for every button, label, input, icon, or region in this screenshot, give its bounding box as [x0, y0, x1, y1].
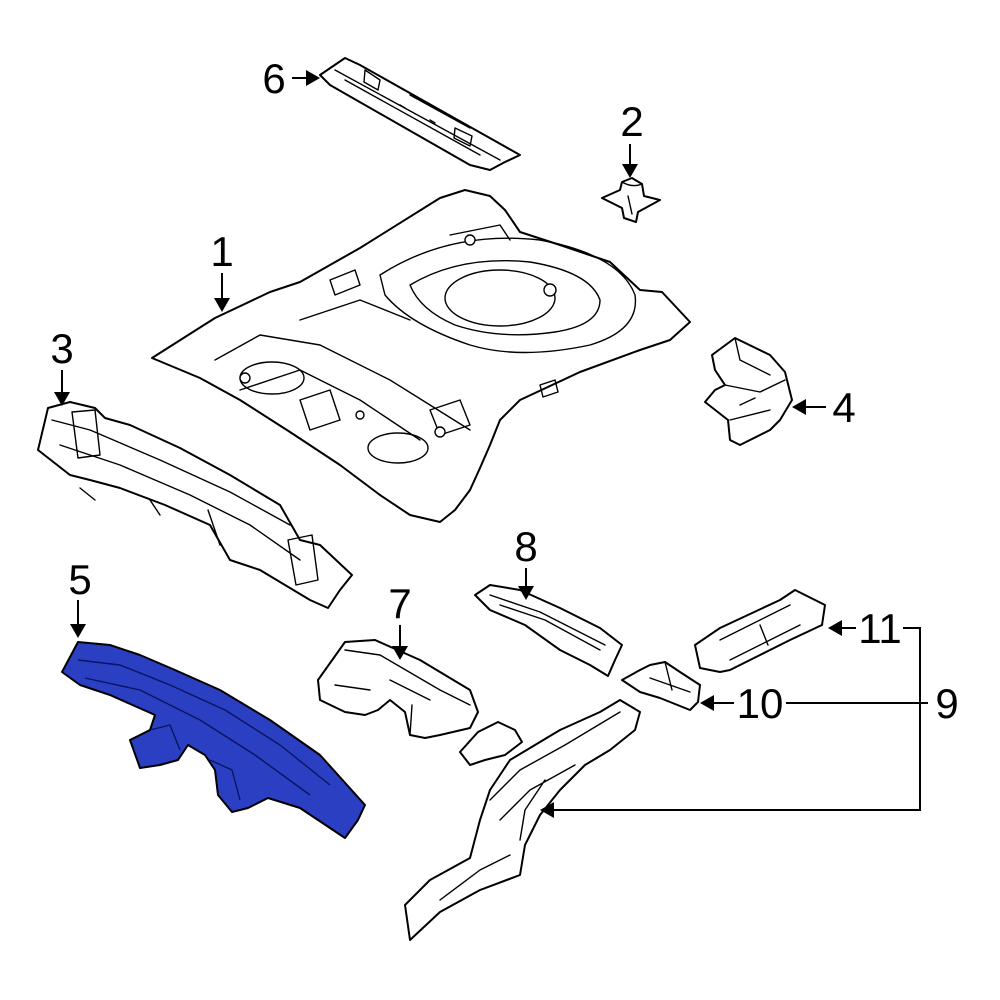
callout-1: 1 — [210, 228, 233, 275]
callout-8: 8 — [514, 523, 537, 570]
part-10-bracket[interactable] — [621, 661, 701, 711]
part-7-bracket[interactable] — [317, 639, 479, 739]
callout-10: 10 — [737, 680, 784, 727]
callout-3: 3 — [50, 325, 73, 372]
part-3-cross-member[interactable] — [37, 401, 353, 609]
part-8-rail[interactable] — [474, 584, 623, 677]
callout-7: 7 — [388, 580, 411, 627]
part-4-side-bracket[interactable] — [704, 337, 793, 446]
callout-4: 4 — [832, 384, 855, 431]
callout-6: 6 — [262, 55, 285, 102]
part-11-bracket[interactable] — [694, 589, 826, 673]
part-2-bracket[interactable] — [601, 177, 661, 223]
callout-11: 11 — [858, 605, 902, 652]
part-6-upper-rail[interactable] — [319, 57, 521, 171]
leader-lines — [54, 70, 928, 818]
callout-2: 2 — [620, 98, 643, 145]
part-1-rear-floor-pan[interactable] — [151, 189, 691, 523]
part-5-cross-member-highlighted[interactable] — [61, 641, 366, 839]
callout-9: 9 — [935, 680, 958, 727]
part-9-lower-rail[interactable] — [404, 699, 641, 941]
callout-5: 5 — [68, 556, 91, 603]
